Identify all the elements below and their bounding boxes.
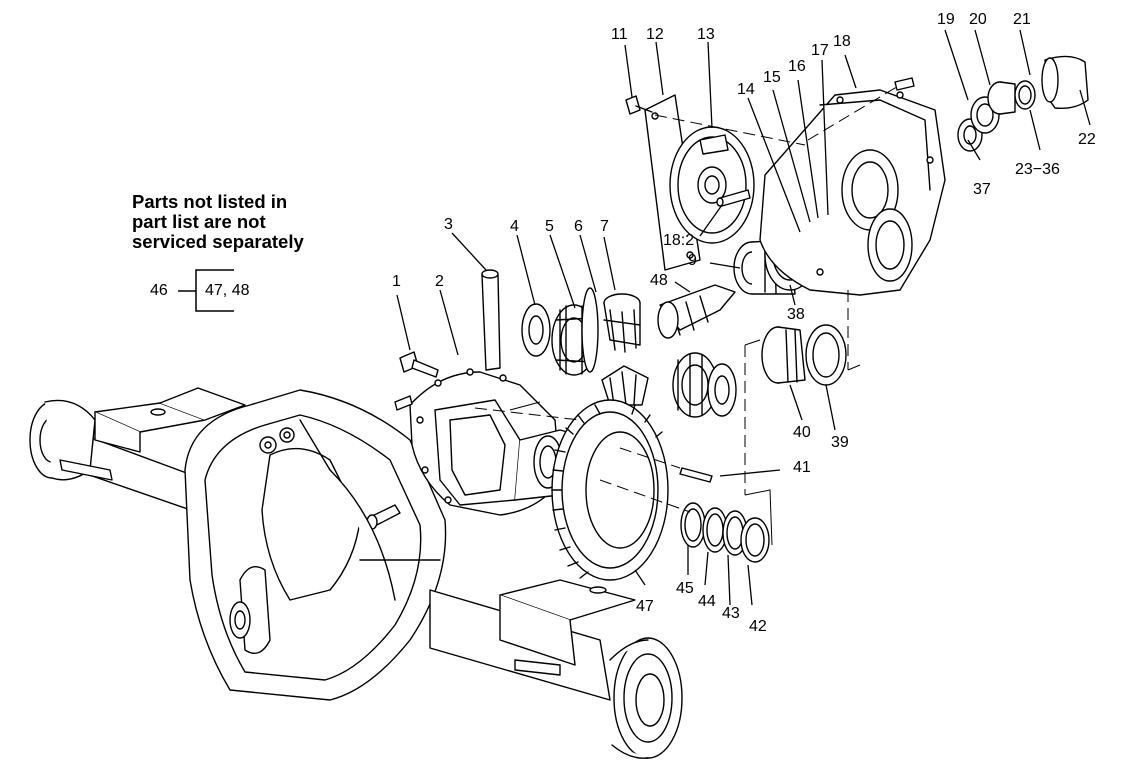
callout-part-42: 42 (749, 618, 767, 635)
part-12-cover-plate (644, 94, 755, 271)
callout-part-37: 37 (973, 181, 991, 198)
part-11-bolt (625, 95, 653, 115)
lower-pinion-gear (601, 365, 649, 406)
callout-part-16: 16 (788, 58, 806, 75)
part-48-input-pinion (657, 284, 736, 339)
callout-part-39: 39 (831, 434, 849, 451)
callout-part-1: 1 (392, 273, 401, 290)
parts-42-45-shims (680, 502, 770, 563)
service-note-line-2: part list are not (132, 211, 266, 232)
callout-part-7: 7 (600, 218, 609, 235)
service-note-line-1: Parts not listed in (132, 191, 288, 212)
callout-part-17: 17 (811, 42, 829, 59)
part-41-pin (679, 467, 713, 483)
callout-part-14: 14 (737, 81, 755, 98)
callout-part-45: 45 (676, 580, 694, 597)
callout-part-21: 21 (1013, 11, 1031, 28)
part-47-ring-gear (551, 399, 669, 581)
callout-part-11: 11 (611, 26, 628, 43)
service-note-line-3: serviced separately (132, 231, 304, 252)
part-6-ring (581, 287, 599, 373)
callout-part-18-2: 18:2 (663, 232, 695, 249)
parts-19-22-bearing-stack (957, 55, 1089, 152)
callout-part-15: 15 (763, 69, 781, 86)
callout-part-9: 9 (688, 252, 697, 269)
second-side-gear (672, 352, 737, 418)
callout-part-5: 5 (545, 218, 554, 235)
callout-part-13: 13 (697, 26, 715, 43)
callout-part-20: 20 (969, 11, 987, 28)
part-18-case-housing (759, 77, 946, 296)
callout-part-48: 48 (650, 272, 668, 289)
callout-part-19: 19 (937, 11, 955, 28)
callout-part-6: 6 (574, 218, 583, 235)
right-axle-tube (429, 579, 683, 759)
kit-parent-label: 46 (150, 282, 168, 299)
callout-part-41: 41 (793, 459, 811, 476)
callout-part-2: 2 (435, 273, 444, 290)
part-18-2-pin (716, 189, 751, 207)
callout-part-44: 44 (698, 593, 716, 610)
callout-leader-lines (396, 29, 1091, 606)
callout-part-18: 18 (833, 33, 851, 50)
callout-part-3: 3 (444, 216, 453, 233)
part-7-pinion-gear (603, 293, 641, 353)
kit-bracket (178, 269, 234, 312)
parts-39-40-bearing-race (761, 324, 847, 386)
callout-part-23-36: 23−36 (1015, 161, 1060, 178)
callout-part-38: 38 (787, 306, 805, 323)
service-note: Parts not listed in part list are not se… (132, 192, 304, 252)
kit-children-label: 47, 48 (205, 282, 250, 299)
assembly-guide-lines (474, 84, 901, 513)
part-3-cross-pin (481, 269, 501, 371)
callout-part-12: 12 (646, 26, 664, 43)
callout-part-47: 47 (636, 598, 654, 615)
assembly-solid-lines (509, 339, 861, 546)
callout-part-4: 4 (510, 218, 519, 235)
axle-housing (184, 389, 447, 701)
callout-part-43: 43 (722, 605, 740, 622)
callout-part-22: 22 (1078, 131, 1096, 148)
callout-part-40: 40 (793, 424, 811, 441)
part-1-bolt (399, 351, 439, 378)
differential-case (394, 368, 601, 516)
left-axle-tube (29, 387, 246, 516)
part-4-thrust-washer (521, 303, 551, 357)
